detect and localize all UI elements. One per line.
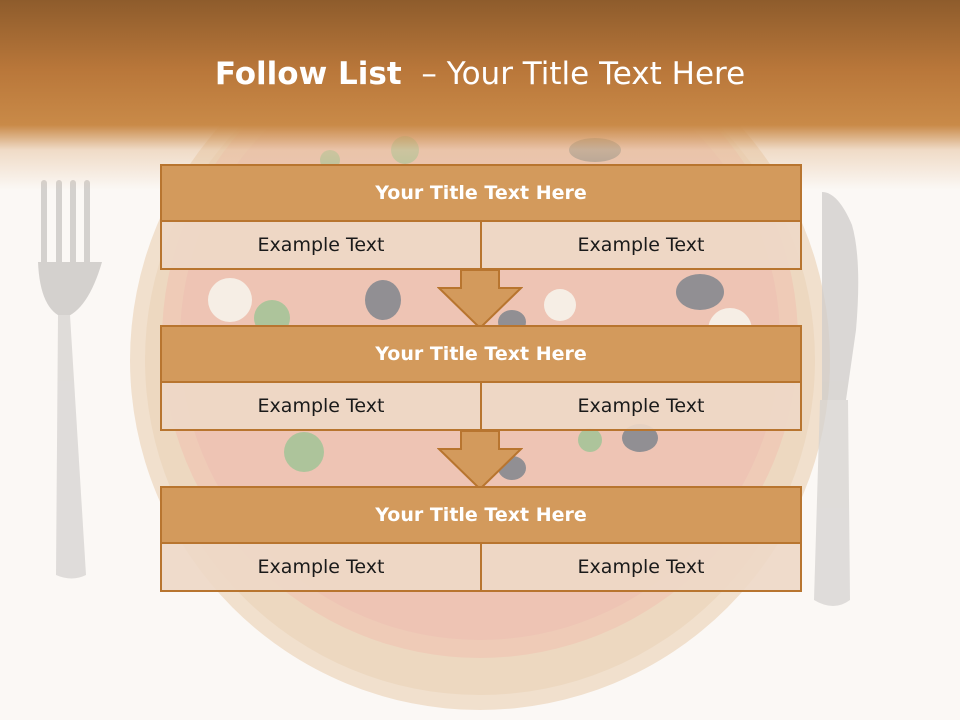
step-text-right: Example Text [480,220,802,270]
step-title: Your Title Text Here [160,164,802,222]
list-step: Your Title Text Here Example Text Exampl… [160,164,802,270]
slide-title-bold: Follow List [214,56,402,92]
step-title: Your Title Text Here [160,325,802,383]
slide-title-rest: – Your Title Text Here [421,56,746,92]
down-arrow-icon [437,269,523,330]
step-text-left: Example Text [160,220,482,270]
list-step: Your Title Text Here Example Text Exampl… [160,486,802,592]
fork-icon [38,180,102,579]
step-text-left: Example Text [160,542,482,592]
slide-title: Follow List – Your Title Text Here [0,56,960,92]
knife-icon [814,192,859,606]
step-text-right: Example Text [480,542,802,592]
step-text-left: Example Text [160,381,482,431]
step-title: Your Title Text Here [160,486,802,544]
list-step: Your Title Text Here Example Text Exampl… [160,325,802,431]
down-arrow-icon [437,430,523,491]
header-band [0,0,960,190]
step-text-right: Example Text [480,381,802,431]
